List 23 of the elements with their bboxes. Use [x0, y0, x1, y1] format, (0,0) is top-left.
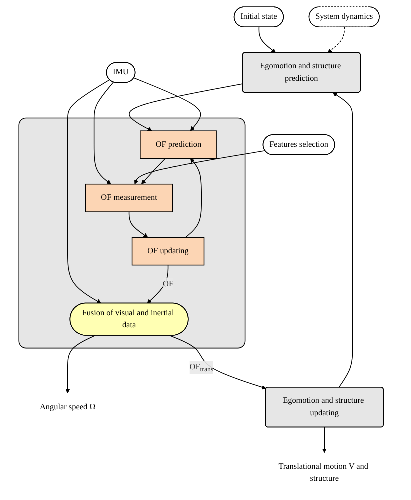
- arrow: [94, 82, 114, 185]
- arrow: [148, 264, 169, 304]
- node-box: OF updating: [132, 237, 205, 266]
- edge-label: OF: [163, 280, 174, 288]
- arrow: [259, 26, 276, 54]
- edge-label: OF$_{trans}$: [190, 362, 214, 374]
- arrow: [134, 78, 202, 132]
- node-text: Translational motion V and structure: [279, 462, 369, 484]
- arrow: [328, 26, 346, 54]
- arrow: [129, 84, 244, 132]
- arrow: [322, 427, 328, 454]
- arrow: [333, 92, 354, 388]
- arrow: [129, 212, 149, 238]
- node-text: Angular speed Ω: [40, 402, 96, 412]
- arrow: [68, 80, 111, 304]
- arrow: [66, 335, 96, 394]
- arrow: [134, 150, 266, 185]
- node-box: OF measurement: [86, 184, 174, 212]
- arrow: [186, 158, 202, 238]
- arrow: [170, 335, 267, 390]
- node-box: OF prediction: [140, 130, 218, 160]
- arrow: [142, 158, 166, 185]
- cluster: [19, 118, 246, 349]
